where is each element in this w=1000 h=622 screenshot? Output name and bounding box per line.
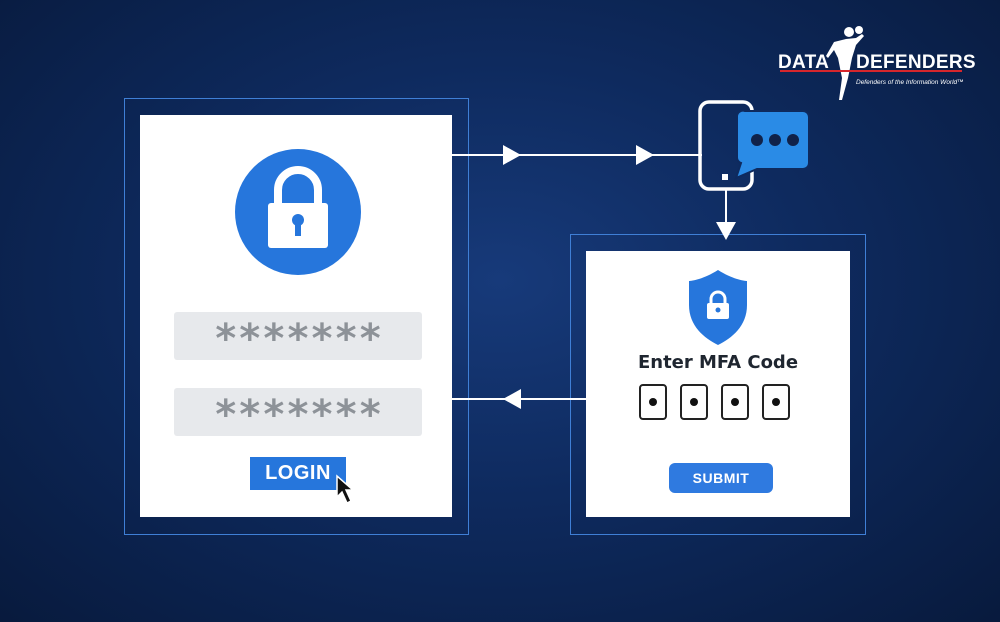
mfa-code-digit-2[interactable] xyxy=(680,384,708,420)
login-frame xyxy=(124,98,469,535)
username-field[interactable]: ******* xyxy=(174,312,422,360)
arrow-to-phone xyxy=(452,145,702,165)
data-defenders-logo: DATA DEFENDERS Defenders of the Informat… xyxy=(776,18,976,108)
mfa-frame xyxy=(570,234,866,535)
login-button[interactable]: LOGIN xyxy=(250,457,346,490)
logo-tagline: Defenders of the Information World™ xyxy=(856,79,964,86)
password-field[interactable]: ******* xyxy=(174,388,422,436)
logo-left-word: DATA xyxy=(778,52,830,73)
mfa-code-digit-3[interactable] xyxy=(721,384,749,420)
arrow-to-login xyxy=(452,389,586,409)
logo-right-word: DEFENDERS xyxy=(856,52,976,73)
submit-button[interactable]: SUBMIT xyxy=(669,463,773,493)
arrow-to-mfa xyxy=(716,190,736,240)
lock-icon xyxy=(235,149,361,275)
logo-figure-icon xyxy=(780,26,962,100)
mfa-title: Enter MFA Code xyxy=(637,352,799,373)
mfa-code-digit-4[interactable] xyxy=(762,384,790,420)
chat-bubble-icon xyxy=(734,109,810,180)
mfa-code-digit-1[interactable] xyxy=(639,384,667,420)
